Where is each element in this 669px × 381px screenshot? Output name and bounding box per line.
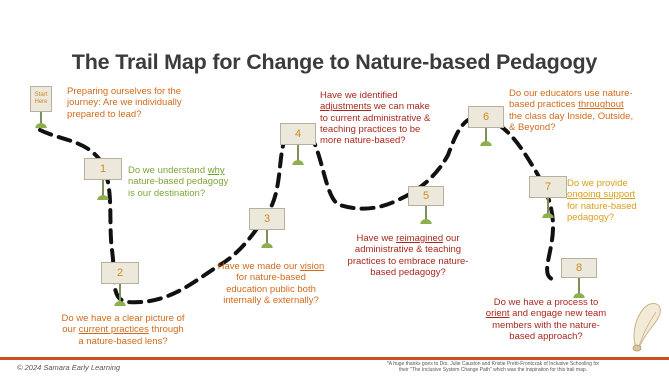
footer-credit: *A huge thanks goes to Drs. Julie Causto… xyxy=(386,361,600,373)
question-1: Do we understand why nature-based pedago… xyxy=(128,165,229,199)
step-7-sign: 7 xyxy=(529,176,567,218)
question-3: Have we made our vision for nature-based… xyxy=(217,261,325,306)
start-here-sign: Start Here xyxy=(30,86,52,128)
question-4: Have we identified adjustments we can ma… xyxy=(320,90,431,147)
samara-seed-icon xyxy=(632,303,661,352)
footer-bar xyxy=(0,357,669,360)
step-1-sign: 1 xyxy=(84,158,122,200)
slide-title: The Trail Map for Change to Nature-based… xyxy=(71,50,598,74)
step-4-sign: 4 xyxy=(280,123,316,165)
question-8: Do we have a process to orient and engag… xyxy=(485,297,607,342)
step-2-sign: 2 xyxy=(101,262,139,306)
step-3-sign: 3 xyxy=(249,208,285,248)
question-5: Have we reimagined our administrative & … xyxy=(347,233,469,278)
step-6-sign: 6 xyxy=(468,106,504,146)
question-7: Do we provide ongoing support for nature… xyxy=(567,178,637,223)
question-start: Preparing ourselves for the journey: Are… xyxy=(67,86,182,120)
step-8-sign: 8 xyxy=(561,258,597,298)
question-6: Do our educators use nature- based pract… xyxy=(509,88,634,133)
footer-copyright: © 2024 Samara Early Learning xyxy=(17,363,121,372)
question-2: Do we have a clear picture of our curren… xyxy=(61,313,185,347)
step-5-sign: 5 xyxy=(408,186,444,224)
